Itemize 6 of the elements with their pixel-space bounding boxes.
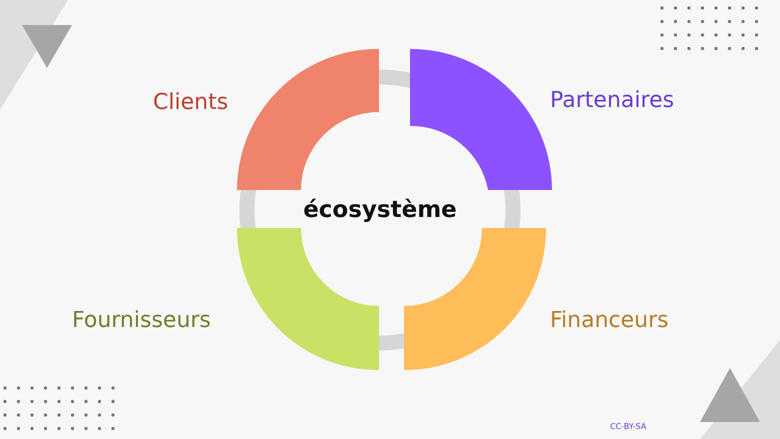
segment-label: Financeurs [550, 308, 669, 333]
segment-label: Partenaires [550, 88, 674, 113]
license-note: CC-BY-SA [610, 422, 646, 431]
segment-label: Clients [153, 90, 228, 115]
segment-label: Fournisseurs [72, 308, 211, 333]
center-label: écosystème [303, 197, 457, 223]
